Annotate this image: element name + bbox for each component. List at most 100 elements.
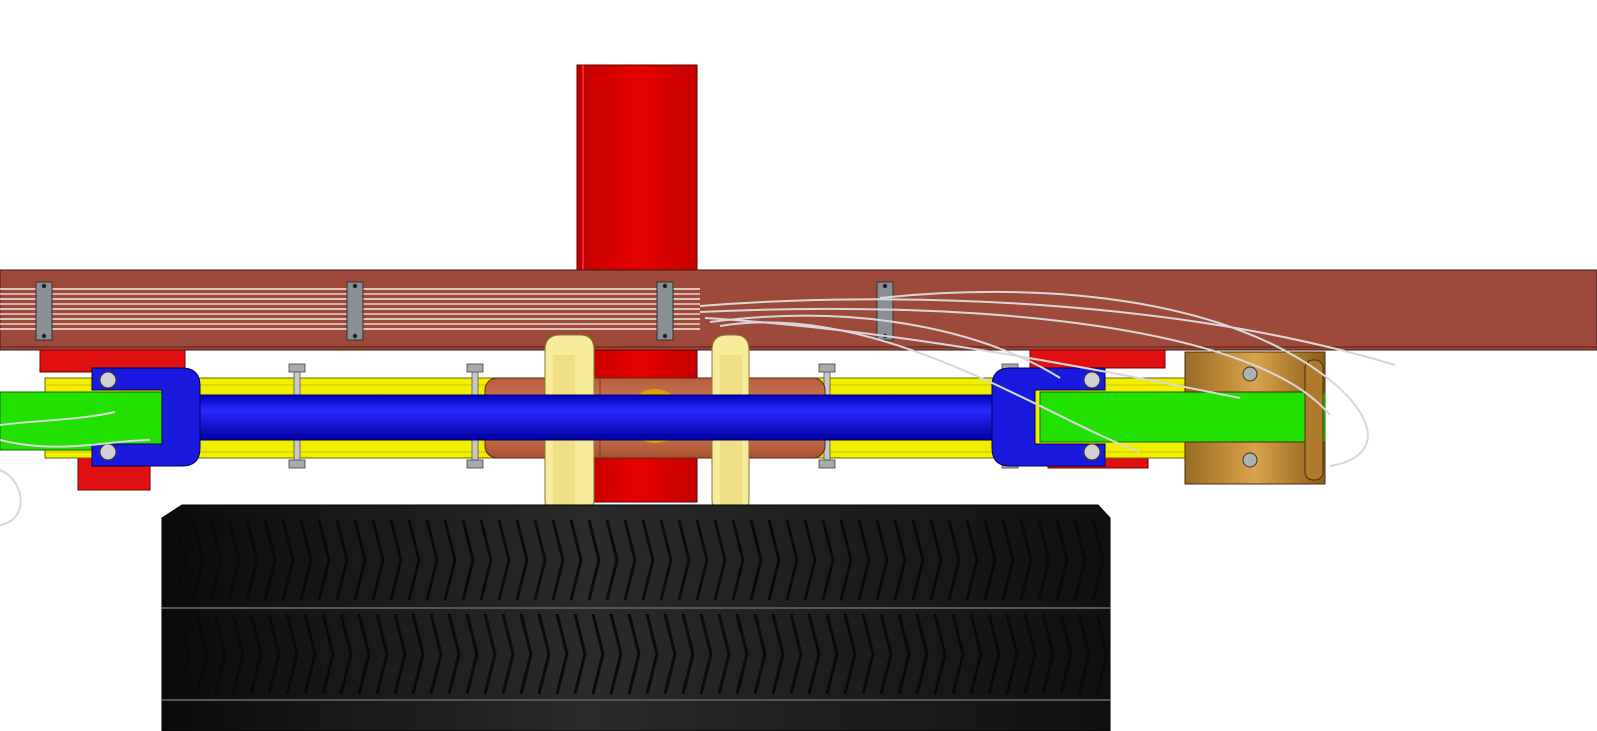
tread-groove [1091,519,1105,601]
left-green-arm [0,367,201,467]
harness-wire [879,290,1369,467]
tread-groove [191,519,205,601]
bolt-head [818,363,836,373]
tread-groove [281,519,295,601]
tread-groove [321,613,335,695]
wire-harness [0,290,1396,526]
tread-groove [987,613,1001,695]
clamp-hole [662,333,668,339]
tread-groove [1077,613,1091,695]
tread-groove [767,519,781,601]
tread-groove [699,613,713,695]
bolt-head [288,363,306,373]
clamp-hole [41,283,47,289]
tread-groove [659,519,673,601]
bolt-head [466,363,484,373]
tread-groove [393,613,407,695]
clamp-hole [662,283,668,289]
tread-groove [785,519,799,601]
tread-groove [263,519,277,601]
tread-groove [555,613,569,695]
tread-groove [353,519,367,601]
tread-groove [623,519,637,601]
harness-wire [0,469,22,526]
bolt-nut [818,459,836,469]
tread-groove [465,613,479,695]
tread-groove [695,519,709,601]
tread-groove [789,613,803,695]
tread-groove [879,613,893,695]
harness-wire [699,307,1331,416]
tread-groove [627,613,641,695]
blue-tube [189,394,1011,441]
tread-groove [245,519,259,601]
tread-groove [1041,613,1055,695]
tread-groove [749,519,763,601]
tread-groove [1037,519,1051,601]
tread-groove [587,519,601,601]
tread-groove [1059,613,1073,695]
tread-groove [605,519,619,601]
tread-groove [807,613,821,695]
tread-groove [537,613,551,695]
clamp-hole [352,283,358,289]
tread-groove [573,613,587,695]
tread-groove [825,613,839,695]
tread-groove [663,613,677,695]
tread-groove [771,613,785,695]
tread-groove [299,519,313,601]
tread-groove [461,519,475,601]
tread-groove [1073,519,1087,601]
tread-groove [429,613,443,695]
tire-tread [173,519,1109,695]
tire [161,504,1111,731]
harness-clamp [35,281,53,341]
tread-groove [821,519,835,601]
tread-groove [947,519,961,601]
tread-groove [911,519,925,601]
tread-groove [209,519,223,601]
tread-groove [195,613,209,695]
clamp-hole [41,333,47,339]
tread-groove [677,519,691,601]
tread-groove [519,613,533,695]
tread-groove [1001,519,1015,601]
tread-groove [1005,613,1019,695]
tread-groove [933,613,947,695]
tread-groove [515,519,529,601]
tread-groove [735,613,749,695]
tread-groove [443,519,457,601]
tread-groove [317,519,331,601]
tread-groove [335,519,349,601]
tread-groove [843,613,857,695]
tread-groove [641,519,655,601]
tread-groove [965,519,979,601]
tread-groove [447,613,461,695]
right-green-arm [991,367,1326,467]
tread-groove [483,613,497,695]
clamp-hole [352,333,358,339]
tread-groove [681,613,695,695]
tread-groove [951,613,965,695]
tread-groove [1019,519,1033,601]
tread-groove [501,613,515,695]
tread-groove [713,519,727,601]
harness-clamp [876,281,894,341]
tread-groove [497,519,511,601]
tread-groove [479,519,493,601]
tread-groove [929,519,943,601]
tread-groove [407,519,421,601]
tread-groove [375,613,389,695]
bolt-nut [466,459,484,469]
harness-clamps [35,281,894,341]
tread-groove [213,613,227,695]
tread-groove [875,519,889,601]
clamp-hole [882,283,888,289]
tread-groove [861,613,875,695]
tread-groove [249,613,263,695]
harness-wire [0,439,151,448]
tread-groove [969,613,983,695]
harness-wire [709,314,1061,379]
tread-groove [1023,613,1037,695]
